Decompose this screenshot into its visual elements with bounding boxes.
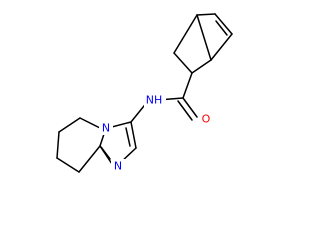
bond	[196, 14, 212, 61]
piperidine-ring	[56, 117, 101, 173]
structure-drawing: NH O N N	[56, 13, 233, 173]
amide-nh-label: NH	[146, 94, 163, 107]
bond	[182, 72, 193, 99]
carbonyl-oxygen-label: O	[202, 113, 211, 126]
bond	[56, 157, 80, 173]
molecule-canvas: NH O N N	[56, 13, 233, 173]
bridgehead-nitrogen-label: N	[102, 122, 110, 135]
bond	[130, 121, 137, 149]
atom-labels: NH O N N	[99, 93, 213, 173]
norbornene-ring	[173, 13, 233, 74]
imidazole-nitrogen-label: N	[114, 160, 122, 173]
carbonyl-bond	[177, 100, 193, 121]
bond	[196, 13, 216, 16]
bond	[78, 145, 101, 173]
bond	[56, 131, 60, 159]
double-bond-inner	[215, 20, 228, 36]
bond	[79, 117, 101, 129]
bond	[58, 117, 81, 133]
bond	[214, 13, 233, 35]
bond	[173, 14, 198, 54]
bond	[173, 52, 193, 74]
carbonyl-bond	[182, 97, 198, 118]
double-bond-inner	[125, 127, 131, 147]
bond	[191, 59, 212, 74]
double-bond-inner	[100, 146, 111, 160]
bond	[210, 33, 233, 61]
